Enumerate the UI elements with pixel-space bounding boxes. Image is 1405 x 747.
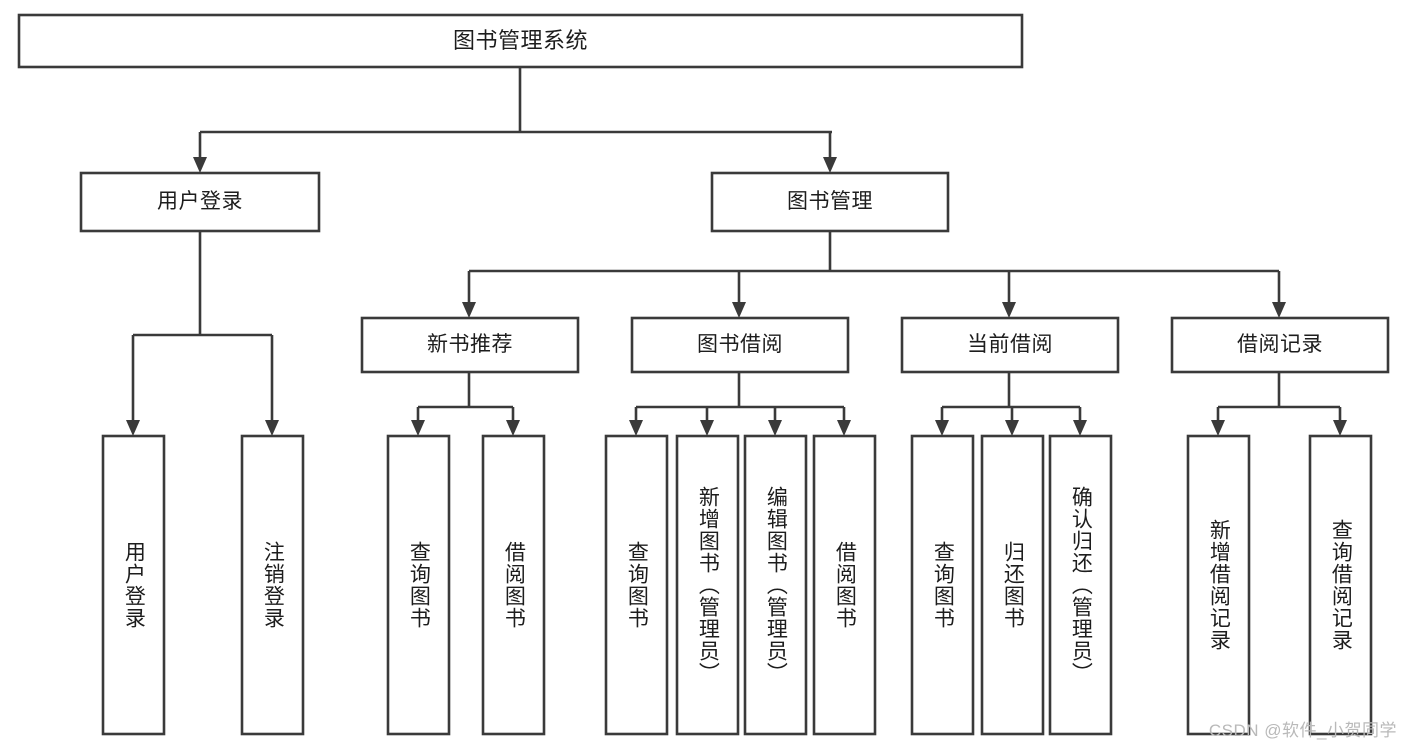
node-box-leaf-confirm-return[interactable] — [1048, 434, 1113, 736]
connector-root-children — [193, 67, 837, 173]
node-box-leaf-query-book-c[interactable] — [910, 434, 975, 736]
connector-book-borrow-children — [629, 372, 851, 436]
node-box-user-login[interactable] — [79, 171, 321, 233]
connector-new-book-rec-children — [411, 372, 520, 436]
node-box-leaf-add-book[interactable] — [675, 434, 740, 736]
node-box-new-book-rec[interactable] — [360, 316, 580, 374]
node-box-leaf-borrow-book-b[interactable] — [812, 434, 877, 736]
node-box-leaf-return-book[interactable] — [980, 434, 1045, 736]
node-box-leaf-query-record[interactable] — [1308, 434, 1373, 736]
node-box-leaf-borrow-book-a[interactable] — [481, 434, 546, 736]
node-box-leaf-user-login[interactable] — [101, 434, 166, 736]
node-box-leaf-edit-book[interactable] — [743, 434, 808, 736]
node-box-book-borrow[interactable] — [630, 316, 850, 374]
connector-borrow-record-children — [1211, 372, 1347, 436]
node-box-leaf-query-book-a[interactable] — [386, 434, 451, 736]
node-box-current-borrow[interactable] — [900, 316, 1120, 374]
node-box-leaf-query-book-b[interactable] — [604, 434, 669, 736]
connector-user-login-children — [126, 231, 279, 436]
node-box-leaf-logout[interactable] — [240, 434, 305, 736]
node-box-borrow-record[interactable] — [1170, 316, 1390, 374]
node-box-book-manage[interactable] — [710, 171, 950, 233]
connector-current-borrow-children — [935, 372, 1087, 436]
connector-book-manage-children — [462, 231, 1286, 318]
node-box-leaf-add-record[interactable] — [1186, 434, 1251, 736]
node-box-root[interactable] — [17, 13, 1024, 69]
